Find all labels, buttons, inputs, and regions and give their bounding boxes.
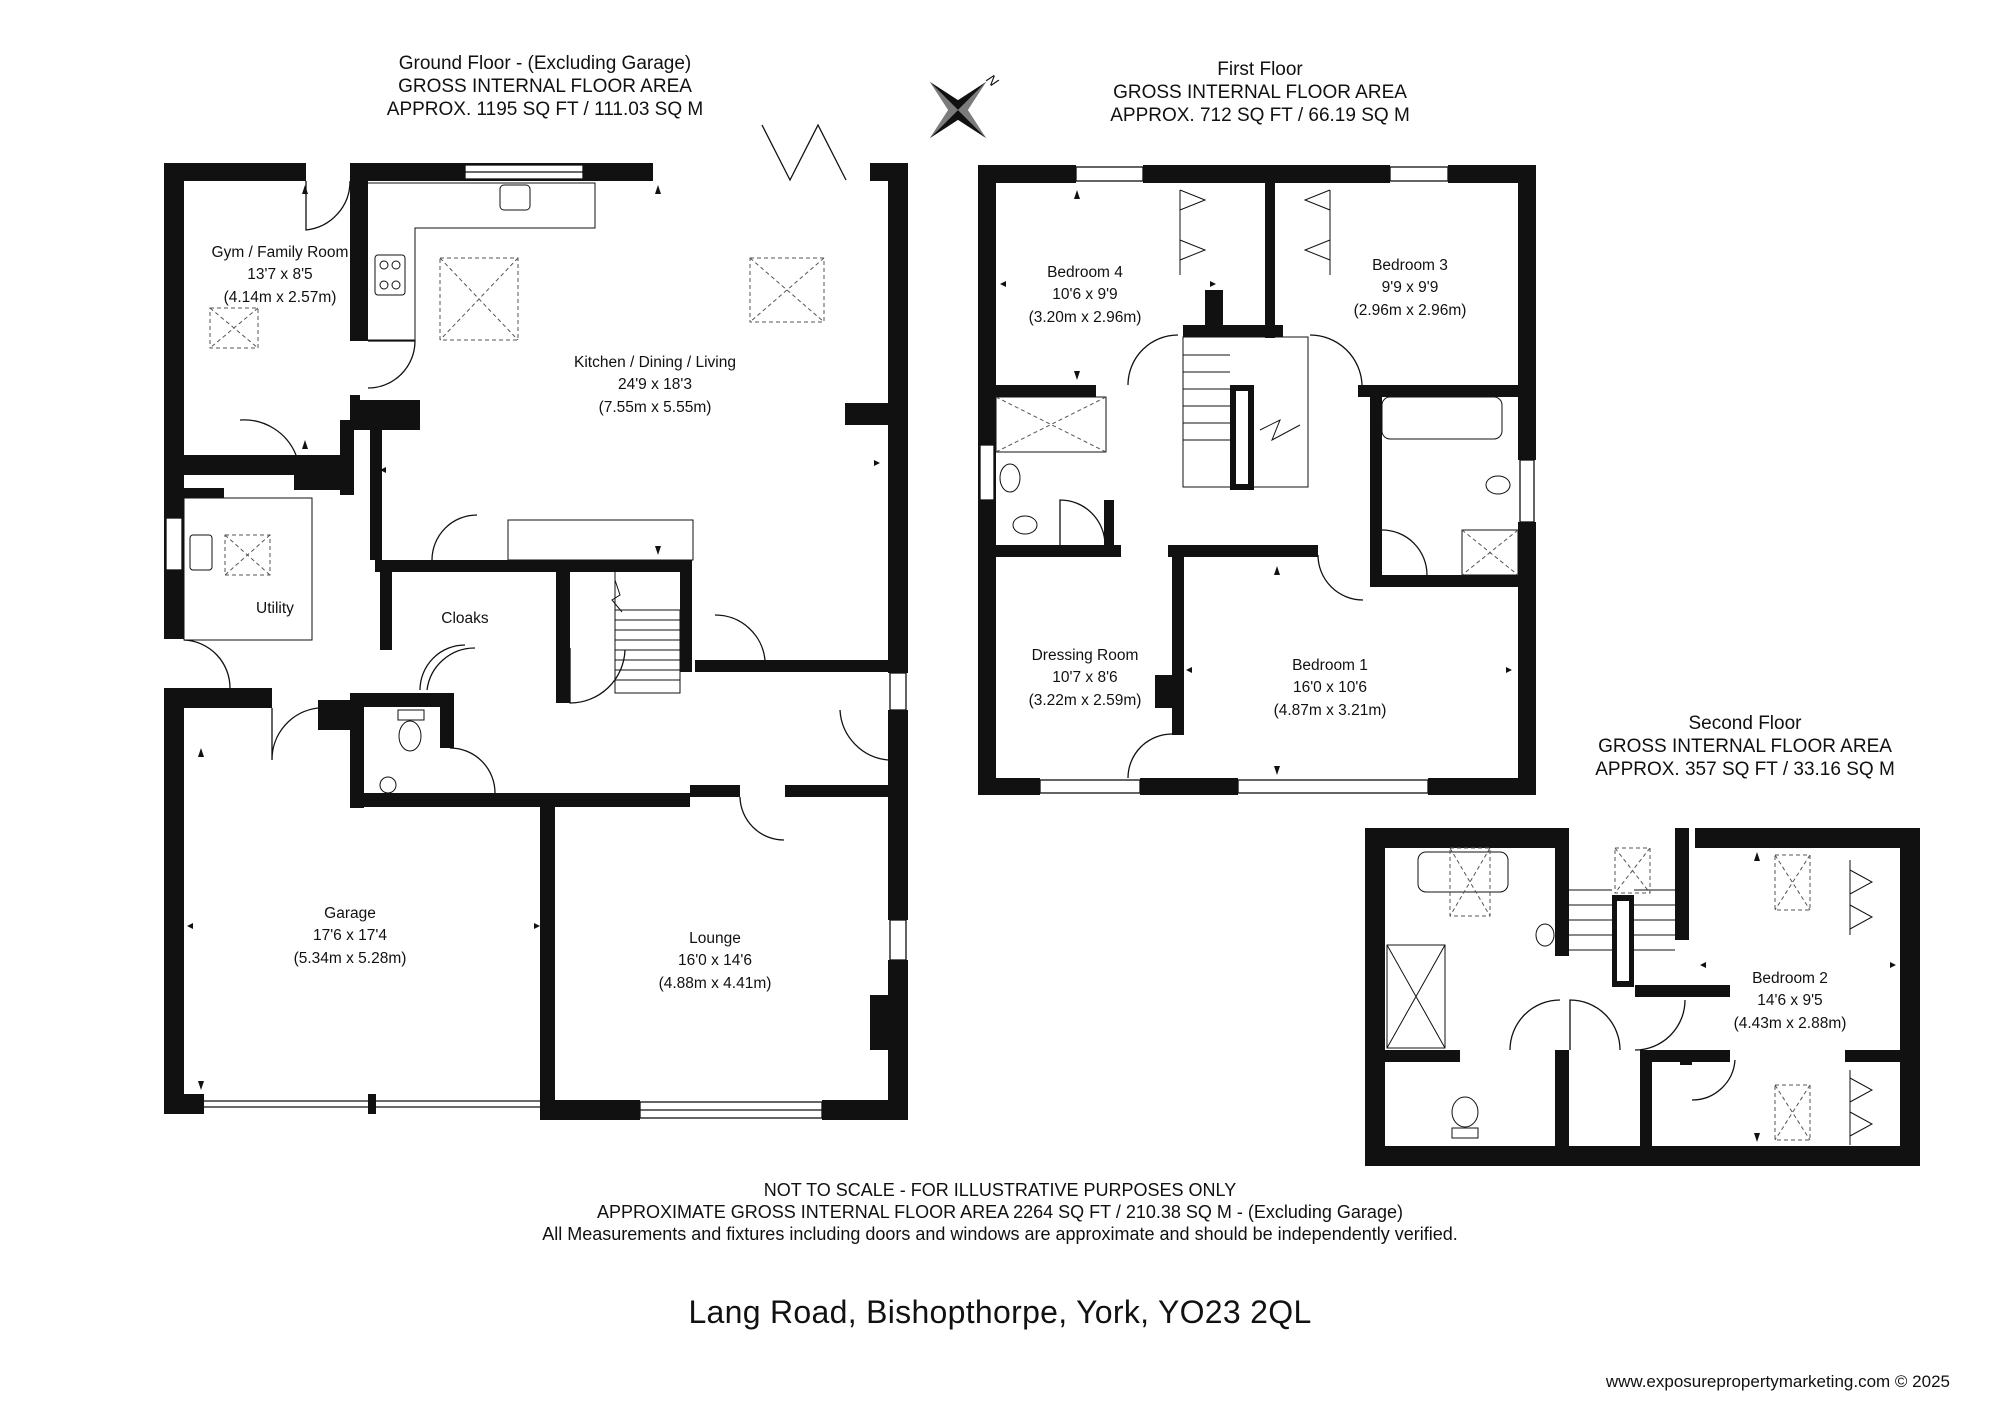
first-floor-area: APPROX. 712 SQ FT / 66.19 SQ M [1110,105,1410,127]
second-floor-heading: Second Floor GROSS INTERNAL FLOOR AREA A… [1545,712,1945,782]
disclaimer-line-3: All Measurements and fixtures including … [542,1223,1458,1244]
room-size-metric: (3.22m x 2.59m) [1028,691,1142,709]
room-size-metric: (5.34m x 5.28m) [293,949,407,967]
room-name: Utility [256,600,294,617]
ground-floor-plan [164,123,908,1120]
room-size-imperial: 10'7 x 8'6 [1052,669,1118,687]
second-floor-title: Second Floor [1688,713,1802,734]
disclaimer-line-2: APPROXIMATE GROSS INTERNAL FLOOR AREA 22… [597,1201,1403,1222]
room-garage: Garage 17'6 x 17'4 (5.34m x 5.28m) [270,903,430,970]
room-name: Cloaks [441,610,489,627]
second-floor-area-label: GROSS INTERNAL FLOOR AREA [1598,736,1892,758]
room-size-imperial: 13'7 x 8'5 [247,266,313,284]
room-bedroom-1: Bedroom 1 16'0 x 10'6 (4.87m x 3.21m) [1255,655,1405,722]
room-name: Garage [324,905,376,922]
room-size-metric: (3.20m x 2.96m) [1028,308,1142,326]
room-utility: Utility [235,598,315,620]
room-dressing-room: Dressing Room 10'7 x 8'6 (3.22m x 2.59m) [1010,645,1160,712]
room-gym-family: Gym / Family Room 13'7 x 8'5 (4.14m x 2.… [190,242,370,309]
ground-floor-area-label: GROSS INTERNAL FLOOR AREA [398,76,692,98]
first-floor-plan [978,165,1536,795]
ground-floor-area: APPROX. 1195 SQ FT / 111.03 SQ M [386,99,704,121]
room-size-metric: (4.88m x 4.41m) [658,974,772,992]
room-cloaks: Cloaks [425,608,505,630]
room-name: Gym / Family Room [211,244,349,261]
room-size-metric: (7.55m x 5.55m) [598,398,712,416]
room-name: Bedroom 1 [1292,657,1368,674]
room-size-metric: (4.14m x 2.57m) [223,288,337,306]
room-size-metric: (2.96m x 2.96m) [1353,301,1467,319]
room-size-imperial: 17'6 x 17'4 [312,927,387,945]
room-size-metric: (4.87m x 3.21m) [1273,701,1387,719]
room-bedroom-2: Bedroom 2 14'6 x 9'5 (4.43m x 2.88m) [1715,968,1865,1035]
room-kitchen-dining-living: Kitchen / Dining / Living 24'9 x 18'3 (7… [530,352,780,419]
copyright-notice: www.exposurepropertymarketing.com © 2025 [1605,1372,1950,1391]
room-name: Bedroom 3 [1372,257,1448,274]
room-name: Dressing Room [1031,647,1139,664]
disclaimer-block: NOT TO SCALE - FOR ILLUSTRATIVE PURPOSES… [300,1180,1700,1246]
property-address: Lang Road, Bishopthorpe, York, YO23 2QL [688,1294,1312,1330]
room-name: Kitchen / Dining / Living [574,354,736,371]
first-floor-area-label: GROSS INTERNAL FLOOR AREA [1113,82,1407,104]
room-name: Bedroom 4 [1047,264,1123,281]
second-floor-plan [1365,828,1920,1166]
ground-floor-heading: Ground Floor - (Excluding Garage) GROSS … [325,52,765,122]
room-size-imperial: 14'6 x 9'5 [1757,992,1823,1010]
first-floor-heading: First Floor GROSS INTERNAL FLOOR AREA AP… [1060,58,1460,128]
room-size-imperial: 16'0 x 10'6 [1292,679,1367,697]
ground-stairs [611,570,681,694]
room-bedroom-4: Bedroom 4 10'6 x 9'9 (3.20m x 2.96m) [1010,262,1160,329]
room-size-imperial: 24'9 x 18'3 [617,376,692,394]
room-size-metric: (4.43m x 2.88m) [1733,1014,1847,1032]
room-bedroom-3: Bedroom 3 9'9 x 9'9 (2.96m x 2.96m) [1335,255,1485,322]
compass-rose-icon [929,81,987,139]
ground-floor-title: Ground Floor - (Excluding Garage) [398,53,692,74]
room-size-imperial: 9'9 x 9'9 [1381,279,1439,297]
room-name: Lounge [689,930,741,947]
room-size-imperial: 10'6 x 9'9 [1052,286,1118,304]
first-floor-title: First Floor [1217,59,1303,80]
room-name: Bedroom 2 [1752,970,1828,987]
second-floor-area: APPROX. 357 SQ FT / 33.16 SQ M [1595,759,1895,781]
room-lounge: Lounge 16'0 x 14'6 (4.88m x 4.41m) [645,928,785,995]
room-size-imperial: 16'0 x 14'6 [677,952,752,970]
disclaimer-line-1: NOT TO SCALE - FOR ILLUSTRATIVE PURPOSES… [763,1180,1237,1200]
